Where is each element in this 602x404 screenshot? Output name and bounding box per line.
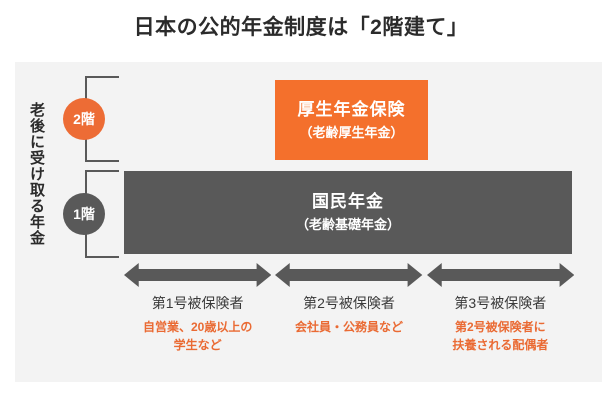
insured-category-3-desc-line2: 扶養される配偶者 (452, 338, 549, 352)
employees-pension-subname: （老齢厚生年金） (299, 124, 404, 140)
insured-category-3-title: 第3号被保険者 (454, 295, 547, 311)
insured-category-2-title: 第2号被保険者 (303, 295, 395, 311)
insured-category-2-desc: 会社員・公務員など (295, 318, 403, 336)
insured-category-1-title: 第1号被保険者 (151, 295, 244, 311)
insured-categories-row: 第1号被保険者 自営業、20歳以上の 学生など 第2号被保険者 会社員・公務員な… (124, 262, 574, 367)
national-pension-subname: （老齢基礎年金） (295, 217, 400, 232)
range-arrow-icon (426, 262, 574, 288)
insured-category-1-desc: 自営業、20歳以上の 学生など (143, 318, 252, 354)
insured-category-2: 第2号被保険者 会社員・公務員など (275, 262, 423, 367)
insured-category-3: 第3号被保険者 第2号被保険者に 扶養される配偶者 (426, 262, 574, 367)
insured-category-3-desc: 第2号被保険者に 扶養される配偶者 (452, 318, 548, 354)
range-arrow-icon (124, 262, 272, 288)
range-arrow-icon (275, 262, 423, 288)
insured-category-3-desc-line1: 第2号被保険者に (454, 320, 546, 334)
insured-category-2-desc-line1: 会社員・公務員など (294, 320, 403, 334)
page-title: 日本の公的年金制度は「2階建て」 (133, 16, 469, 39)
tier-badge-second-floor: 2階 (63, 98, 105, 140)
national-pension-box: 国民年金 （老齢基礎年金） (124, 171, 572, 254)
employees-pension-box: 厚生年金保険 （老齢厚生年金） (275, 80, 428, 160)
insured-category-1-desc-line1: 自営業、20歳以上の (142, 320, 253, 334)
insured-category-1: 第1号被保険者 自営業、20歳以上の 学生など (124, 262, 272, 367)
insured-category-1-desc-line2: 学生など (173, 338, 222, 352)
tier-badge-first-floor: 1階 (63, 193, 105, 235)
national-pension-name: 国民年金 (312, 192, 384, 211)
vertical-axis-label: 老後に受け取る年金 (28, 101, 45, 246)
employees-pension-name: 厚生年金保険 (297, 99, 406, 119)
